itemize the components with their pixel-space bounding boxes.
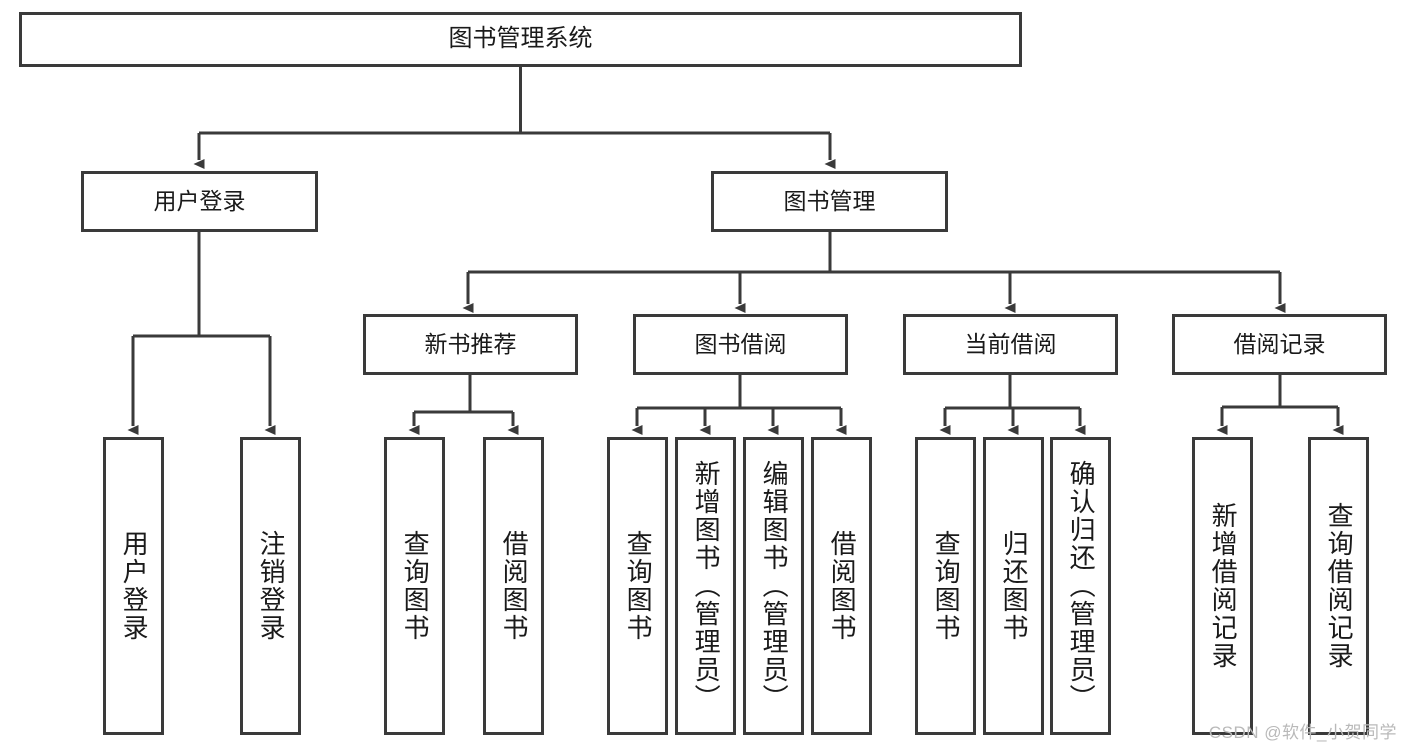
leaf-borrow-edit-book-admin[interactable]: 编辑图书（管理员）: [743, 437, 804, 735]
leaf-current-return-book[interactable]: 归还图书: [983, 437, 1044, 735]
node-label: 确认归还（管理员）: [1066, 460, 1097, 712]
node-label: 借阅图书: [827, 530, 858, 642]
leaf-user-login-logout[interactable]: 注销登录: [240, 437, 301, 735]
leaf-borrow-query-book[interactable]: 查询图书: [607, 437, 668, 735]
node-label: 新增借阅记录: [1208, 502, 1239, 670]
node-current-borrow[interactable]: 当前借阅: [903, 314, 1118, 375]
leaf-record-query-record[interactable]: 查询借阅记录: [1308, 437, 1369, 735]
leaf-current-confirm-return-admin[interactable]: 确认归还（管理员）: [1050, 437, 1111, 735]
leaf-record-add-record[interactable]: 新增借阅记录: [1192, 437, 1253, 735]
node-label: 查询借阅记录: [1324, 502, 1355, 670]
node-label: 归还图书: [999, 530, 1030, 642]
node-label: 查询图书: [931, 530, 962, 642]
leaf-user-login-login[interactable]: 用户登录: [103, 437, 164, 735]
node-label: 图书管理系统: [448, 25, 593, 53]
node-label: 借阅记录: [1233, 330, 1326, 357]
node-user-login[interactable]: 用户登录: [81, 171, 318, 232]
node-label: 新增图书（管理员）: [691, 460, 722, 712]
node-label: 图书借阅: [694, 330, 787, 357]
node-borrow-record[interactable]: 借阅记录: [1172, 314, 1387, 375]
leaf-recommend-borrow-book[interactable]: 借阅图书: [483, 437, 544, 735]
node-label: 注销登录: [256, 530, 287, 642]
node-label: 查询图书: [623, 530, 654, 642]
node-label: 新书推荐: [424, 330, 517, 357]
node-book-management[interactable]: 图书管理: [711, 171, 948, 232]
node-label: 用户登录: [119, 530, 150, 642]
node-label: 图书管理: [783, 187, 876, 214]
node-book-borrow[interactable]: 图书借阅: [633, 314, 848, 375]
leaf-borrow-add-book-admin[interactable]: 新增图书（管理员）: [675, 437, 736, 735]
leaf-current-query-book[interactable]: 查询图书: [915, 437, 976, 735]
node-label: 编辑图书（管理员）: [759, 460, 790, 712]
node-root-system[interactable]: 图书管理系统: [19, 12, 1022, 67]
node-label: 当前借阅: [964, 330, 1057, 357]
node-label: 查询图书: [400, 530, 431, 642]
node-new-book-recommend[interactable]: 新书推荐: [363, 314, 578, 375]
leaf-borrow-borrow-book[interactable]: 借阅图书: [811, 437, 872, 735]
node-label: 用户登录: [153, 187, 246, 214]
leaf-recommend-query-book[interactable]: 查询图书: [384, 437, 445, 735]
node-label: 借阅图书: [499, 530, 530, 642]
